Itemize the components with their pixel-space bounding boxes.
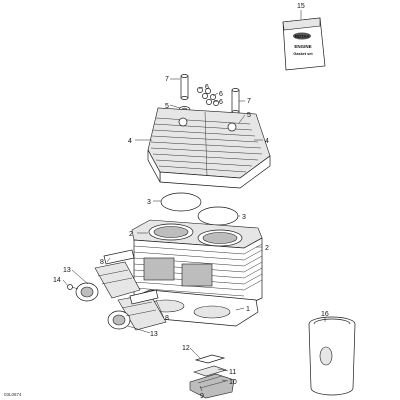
callout-5-right: 5 [247,112,251,119]
callout-5-left: 5 [165,103,169,110]
o-ring-left [160,192,202,212]
leader-lines [62,78,326,392]
clamp-screw-14 [67,284,79,290]
nuts-6 [197,87,219,106]
callout-2-left: 2 [129,231,133,238]
gasket-kit-line1: ENGINE [294,44,311,49]
callout-7-right: 7 [247,98,251,105]
callout-16: 16 [321,311,329,318]
callout-6-mid: 6 [219,91,223,98]
stud-right [231,88,240,114]
callout-4-right: 4 [265,138,269,145]
cylinder-head [147,107,271,189]
stud-left [180,74,189,100]
reed-gasket-upper [103,249,135,265]
cylinder-block [131,219,263,307]
callout-9: 9 [200,393,204,400]
callout-3-left: 3 [147,199,151,206]
callout-6-low: 6 [219,99,223,106]
callout-15: 15 [297,3,305,10]
reed-valve-assembly [189,354,235,399]
callout-8-upper: 8 [100,259,104,266]
gasket-kit-brand: ROTAX [295,34,310,39]
reed-gasket-lower [129,289,159,305]
intake-manifold-lower [107,293,167,331]
cylinder-liner [308,316,356,396]
callout-7-left: 7 [165,76,169,83]
intake-manifold-upper [75,261,141,302]
callout-1: 1 [246,306,250,313]
callout-10: 10 [229,379,237,386]
o-ring-right [197,206,239,226]
callout-13-lower: 13 [150,331,158,338]
reference-code: 03L0874 [4,392,22,397]
callout-12: 12 [182,345,190,352]
callout-3-right: 3 [242,214,246,221]
callout-13-upper: 13 [63,267,71,274]
gasket-kit-package: ROTAX ENGINE Gasket set [282,17,326,71]
callout-11: 11 [229,369,236,376]
callout-4-left: 4 [128,138,132,145]
gasket-kit-line2: Gasket set [293,52,313,56]
callout-8-lower: 8 [165,315,169,322]
callout-2-right: 2 [265,245,269,252]
callout-6-top: 6 [205,84,209,91]
callout-14: 14 [53,277,61,284]
